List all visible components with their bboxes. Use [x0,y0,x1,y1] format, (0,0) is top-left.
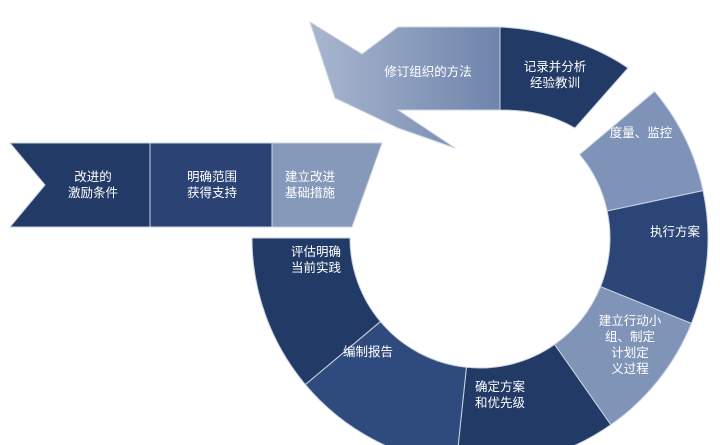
return-arrow [309,20,629,149]
label-line: 编制报告 [343,344,393,359]
label-line: 建立改进 [285,169,336,184]
label-line: 评估明确 [291,244,341,259]
label-line: 记录并分析 [524,59,587,74]
label-line: 确定方案 [475,379,526,394]
label-team: 建立行动小组、制定计划定义过程 [599,313,662,376]
segment-assess [251,237,382,386]
label-scope: 明确范围获得支持 [187,169,237,200]
segment-foundation [271,142,383,228]
label-assess: 评估明确当前实践 [291,244,342,275]
label-line: 明确范围 [187,169,237,184]
label-foundation: 建立改进基础措施 [285,169,336,200]
label-line: 组、制定 [605,329,655,344]
label-execute: 执行方案 [650,224,701,239]
segment-prioritize [457,343,612,445]
label-line: 激励条件 [68,185,118,200]
label-line: 建立行动小 [599,313,662,328]
segment-measure [578,90,704,212]
label-prioritize: 确定方案和优先级 [475,379,526,410]
label-line: 当前实践 [291,260,342,275]
segment-incentive [8,142,151,228]
label-measure: 度量、监控 [610,125,673,140]
label-line: 度量、监控 [610,125,673,140]
label-line: 基础措施 [285,185,336,200]
label-line: 改进的 [74,169,112,184]
label-line: 经验教训 [530,75,580,90]
step-labels: 改进的激励条件 明确范围获得支持 建立改进基础措施评估明确当前实践编制报告确定方案和… [68,59,701,410]
label-report: 编制报告 [343,344,393,359]
segment-lessons [499,26,629,129]
label-line: 修订组织的方法 [384,64,472,79]
label-line: 执行方案 [650,224,701,239]
label-line: 和优先级 [475,395,526,410]
label-line: 获得支持 [187,185,237,200]
label-lessons: 记录并分析经验教训 [524,59,587,90]
label-line: 计划定 [611,345,649,360]
incoming-arrow-band [8,142,383,228]
label-revise: 修订组织的方法 [384,64,472,79]
label-line: 义过程 [611,361,649,376]
label-incentive: 改进的激励条件 [68,169,118,200]
segment-revise [309,20,501,149]
cycle-ring [251,90,709,445]
